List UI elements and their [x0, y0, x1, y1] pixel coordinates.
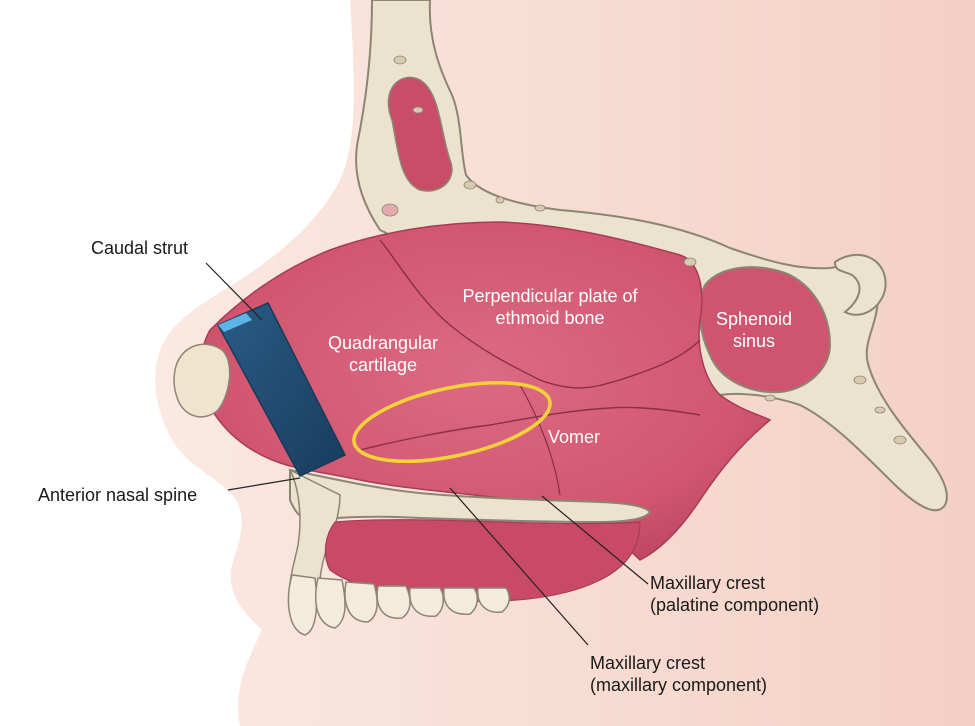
- label-quadrangular-line1: Quadrangular: [327, 333, 439, 353]
- label-crest-maxillary-line2: (maxillary component): [590, 675, 768, 695]
- caudal-strut-graft: [216, 302, 347, 477]
- label-maxillary-crest-palatine: Maxillary crest (palatine component): [650, 572, 819, 616]
- suture-line-vomer: [519, 384, 561, 496]
- suture-line-upper: [379, 239, 701, 389]
- frontal-sinus: [387, 76, 453, 192]
- label-sphenoid-line1: Sphenoid: [715, 309, 793, 329]
- label-maxillary-crest-maxillary: Maxillary crest (maxillary component): [590, 652, 767, 696]
- hard-palate: [289, 468, 652, 524]
- teeth: [287, 574, 510, 636]
- label-perpendicular-plate: Perpendicular plate of ethmoid bone: [440, 285, 660, 329]
- label-sphenoid-line2: sinus: [732, 331, 776, 351]
- suture-line-lower: [359, 406, 701, 451]
- label-quadrangular-line2: cartilage: [348, 355, 418, 375]
- sphenoid-sinus-cavity: [698, 266, 832, 394]
- highlight-ellipse: [352, 381, 552, 463]
- label-crest-maxillary-line1: Maxillary crest: [590, 653, 706, 673]
- bone-speckles: [381, 55, 907, 445]
- label-caudal-strut: Caudal strut: [91, 238, 189, 258]
- label-anterior-nasal-spine: Anterior nasal spine: [38, 485, 198, 505]
- sella-curl: [833, 253, 887, 316]
- label-crest-palatine-line2: (palatine component): [650, 595, 820, 615]
- leader-anterior-spine: [227, 477, 301, 491]
- label-vomer: Vomer: [548, 427, 601, 447]
- oral-mucosa: [324, 519, 641, 602]
- leader-crest-palatine: [541, 495, 649, 585]
- label-quadrangular-cartilage: Quadrangular cartilage: [316, 332, 450, 376]
- label-sphenoid-sinus: Sphenoid sinus: [706, 308, 802, 352]
- leader-crest-maxillary: [449, 487, 589, 646]
- nasal-vestibule: [173, 343, 231, 418]
- label-perpendicular-plate-line1: Perpendicular plate of: [462, 286, 638, 306]
- label-perpendicular-plate-line2: ethmoid bone: [495, 308, 605, 328]
- caudal-strut-highlight: [218, 313, 252, 332]
- label-crest-palatine-line1: Maxillary crest: [650, 573, 766, 593]
- leader-caudal-strut: [205, 262, 263, 321]
- leader-lines: [205, 262, 649, 646]
